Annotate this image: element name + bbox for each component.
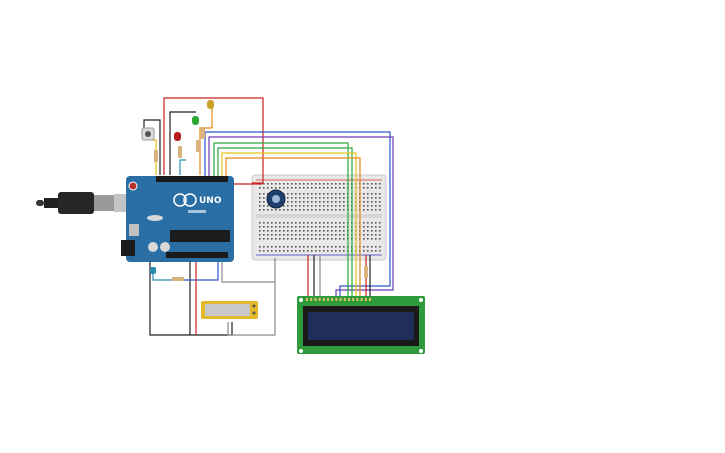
led-green bbox=[192, 116, 199, 125]
resistors bbox=[154, 127, 368, 281]
wire-orange-led bbox=[199, 108, 213, 175]
wire-red-top bbox=[163, 97, 264, 184]
board-brand-label: UNO bbox=[199, 196, 222, 206]
wire-green2-lcd bbox=[217, 147, 353, 298]
wire-blue-sensor bbox=[184, 260, 219, 281]
wire-purple-lcd bbox=[208, 136, 394, 298]
wire-gray-bottom bbox=[227, 282, 276, 336]
wire-black-button bbox=[143, 119, 161, 175]
potentiometer bbox=[266, 189, 286, 209]
piezo-module bbox=[201, 301, 258, 319]
led-red bbox=[174, 132, 181, 141]
led-yellow bbox=[207, 100, 214, 109]
wire-blue-lcd bbox=[204, 131, 391, 298]
usb-cable bbox=[36, 192, 128, 214]
lcd-display bbox=[297, 296, 425, 354]
wire-teal-sensor bbox=[152, 272, 172, 281]
wire-black-top bbox=[169, 111, 196, 175]
wire-green-lcd bbox=[213, 142, 349, 298]
wire-black-bottom bbox=[149, 255, 233, 336]
wire-teal-led bbox=[179, 159, 186, 175]
sensor-probe bbox=[150, 267, 156, 274]
wire-yellow-lcd bbox=[221, 152, 357, 298]
wire-orange-lcd bbox=[225, 157, 361, 298]
arduino-uno-board: UNO bbox=[121, 176, 234, 262]
lcd-pin-header bbox=[306, 298, 371, 301]
breadboard bbox=[251, 174, 387, 261]
pushbutton bbox=[141, 127, 155, 141]
